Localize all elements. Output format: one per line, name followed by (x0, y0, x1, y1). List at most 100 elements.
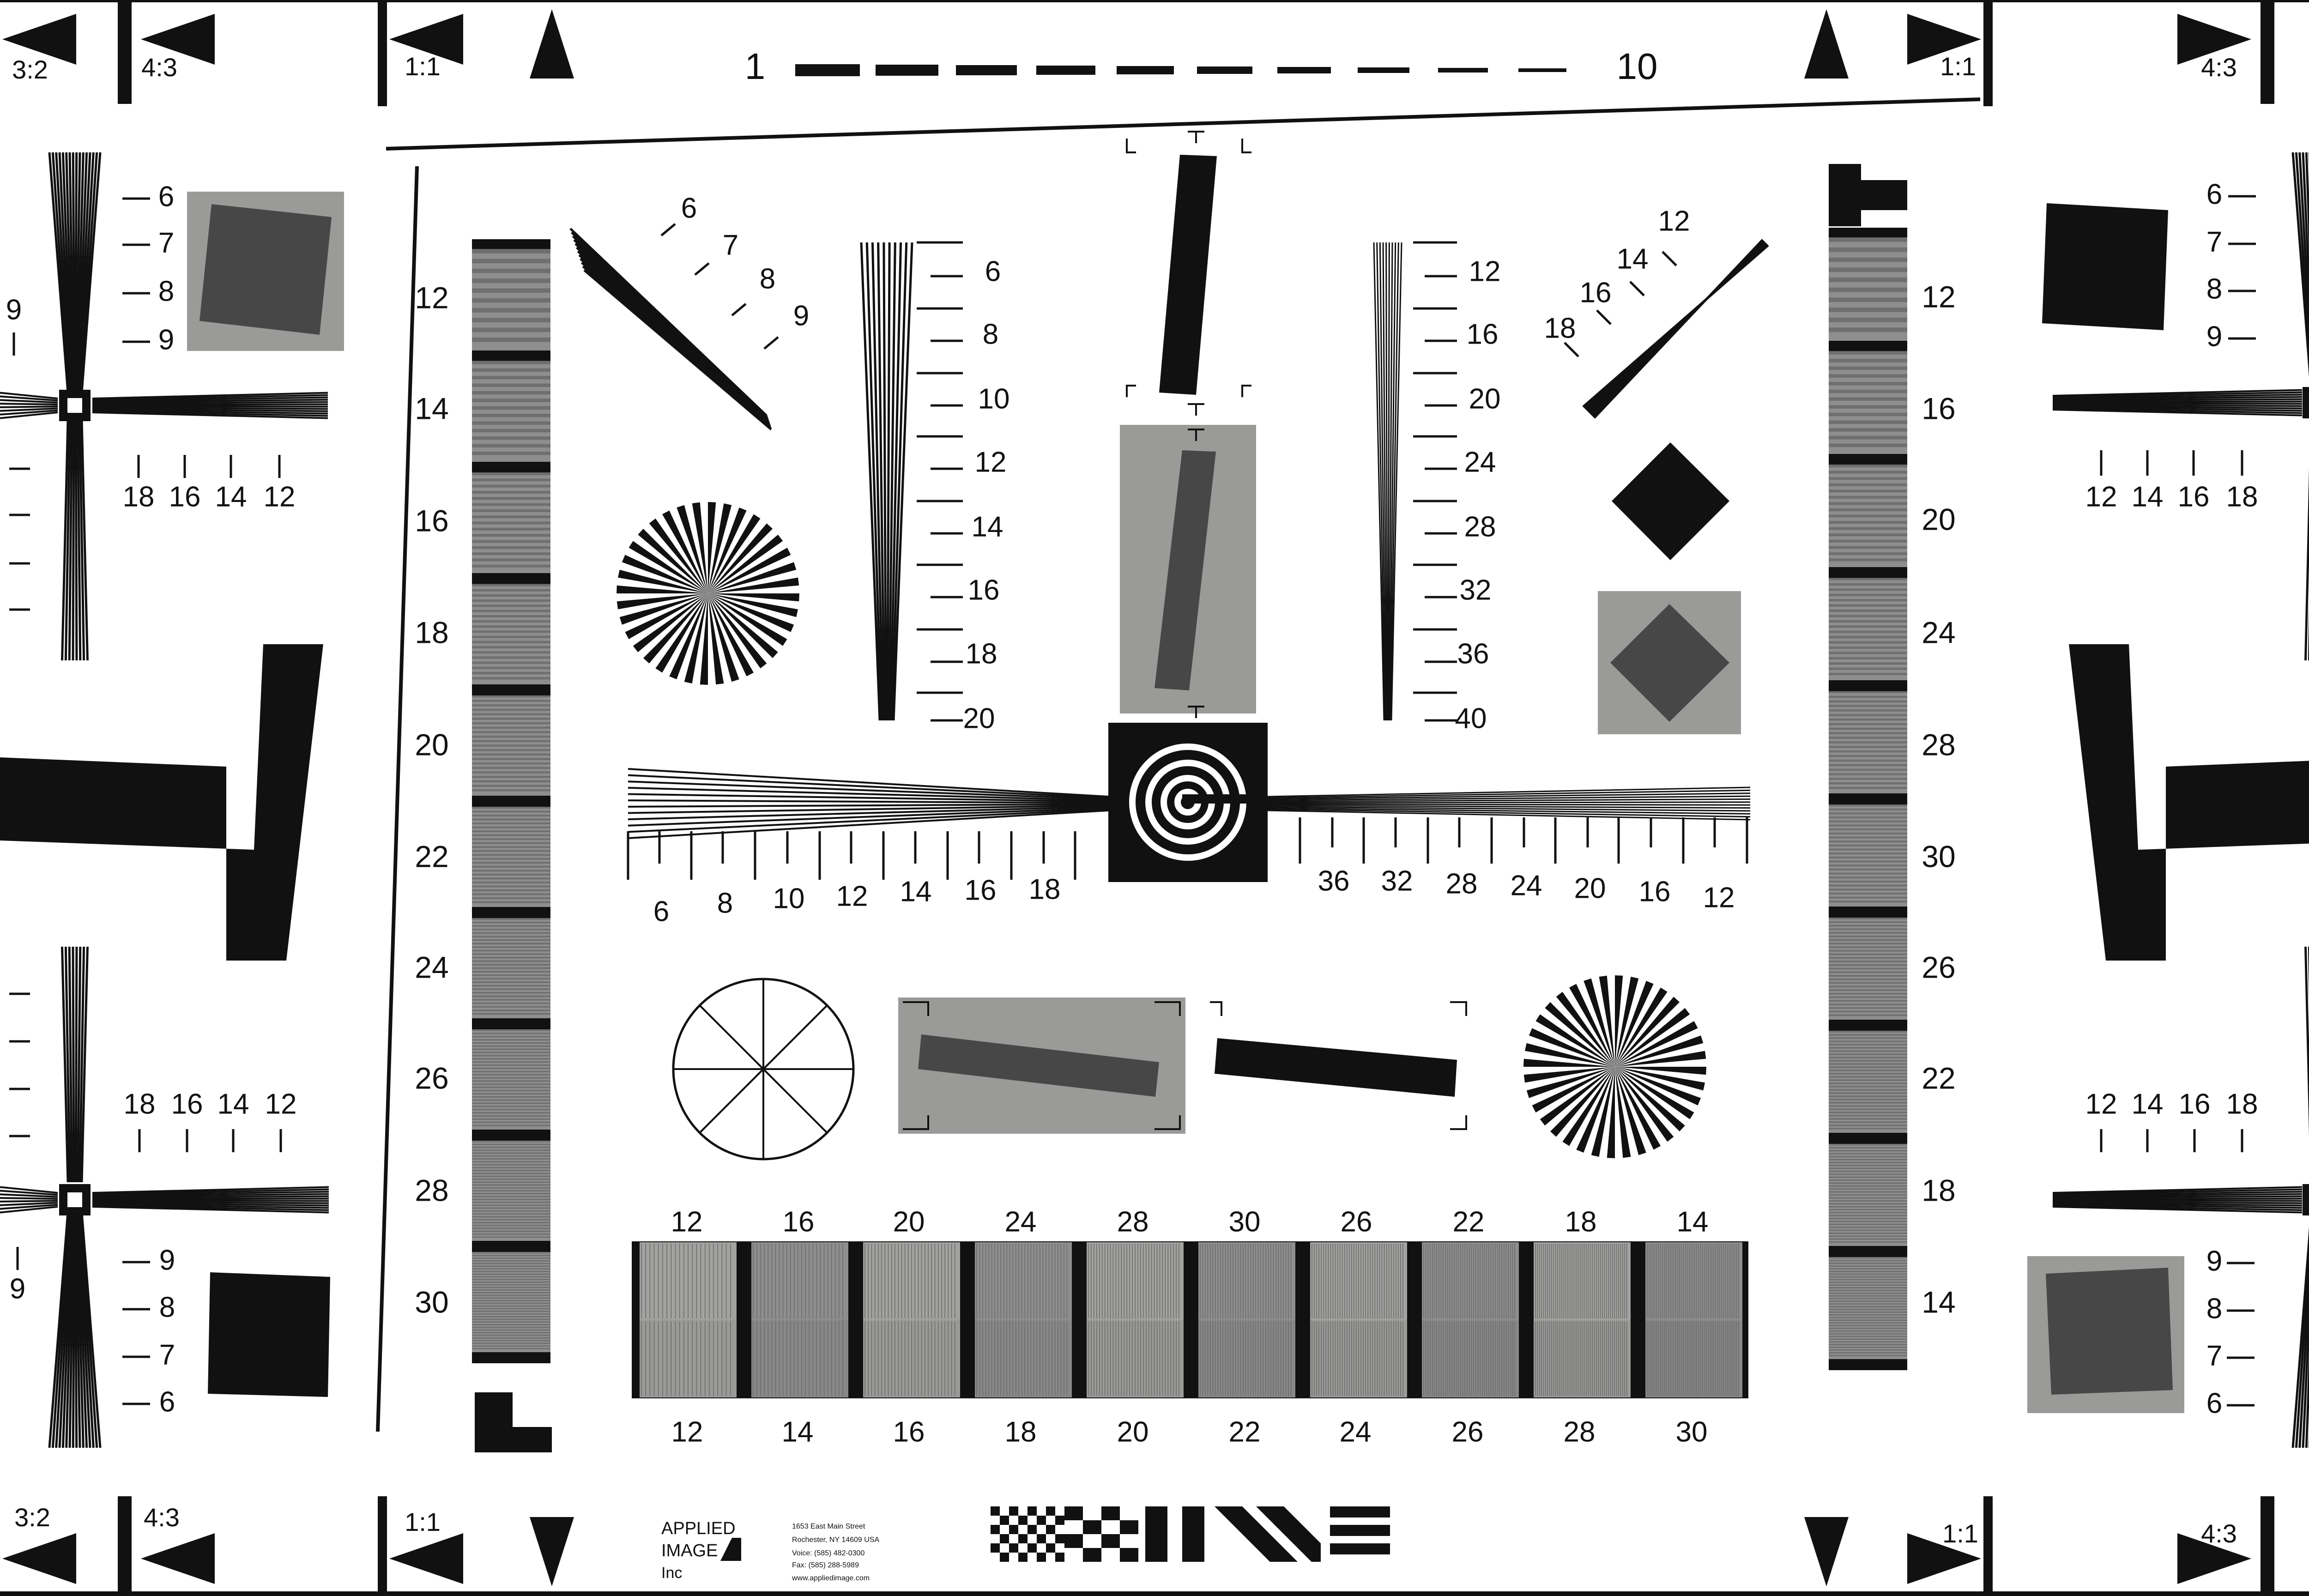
right-bar-label: 22 (1922, 1061, 1955, 1095)
right-bar-label: 16 (1922, 391, 1955, 425)
tl-vertical-wedge (58, 152, 72, 393)
bottom-stripe-diagonal (1256, 1506, 1321, 1562)
scale-dash (1036, 66, 1095, 75)
checkerboard-square (1028, 1525, 1037, 1534)
center-right-vertical-label: 32 (1460, 574, 1492, 606)
bottom-patch-upper (1645, 1242, 1742, 1320)
bl-horizontal-wedge-left (0, 1193, 58, 1198)
edge-tick-post (1983, 1496, 1993, 1596)
checkerboard-square-large (1083, 1548, 1101, 1562)
lower-siemens-star-segment (1591, 1067, 1615, 1157)
center-right-vertical-wedge (1388, 242, 1393, 721)
upper-right-wedge-tick (1662, 251, 1677, 266)
bottom-patch-top-label: 14 (1677, 1206, 1709, 1238)
center-right-vertical-label: 20 (1469, 383, 1501, 415)
black-diamond (1612, 442, 1729, 560)
checkerboard-square-large (1083, 1520, 1101, 1534)
bl-vertical-wedge (65, 1212, 74, 1448)
br-horizontal-wedge-left (2052, 1202, 2303, 1207)
tl-horizontal-wedge-right (92, 409, 328, 415)
lower-siemens-star-segment (1569, 984, 1615, 1067)
bl-vertical-wedge (75, 1212, 81, 1448)
bottom-patch-bottom-label: 16 (893, 1416, 925, 1448)
right-bar-label: 30 (1922, 839, 1955, 873)
br-horizontal-wedge-left (2052, 1199, 2303, 1202)
logo-mark (720, 1538, 741, 1561)
tl-cross-target-hole (67, 398, 82, 413)
bottom-stripe-horizontal (1330, 1525, 1390, 1536)
right-frequency-bar-divider (1829, 1020, 1907, 1031)
right-bar-label: 18 (1922, 1173, 1955, 1207)
upper-siemens-star-segment (669, 593, 708, 680)
bl-vertical-wedge (77, 1212, 88, 1448)
bl-slanted-square (208, 1272, 330, 1397)
bl-horizontal-label: 14 (218, 1088, 249, 1120)
upper-siemens-star-segment (708, 514, 761, 593)
center-right-vertical-wedge (1379, 242, 1387, 721)
lower-siemens-star-segment (1615, 1067, 1646, 1155)
lower-siemens-star-segment (1532, 1067, 1615, 1112)
scale-dash (1277, 67, 1331, 73)
corner-tick-post (2261, 1496, 2274, 1596)
lower-siemens-star-segment (1615, 997, 1680, 1067)
tl-vertical-wedge (61, 152, 73, 393)
left-frequency-bar-divider (472, 1352, 550, 1363)
center-left-vertical-wedge (888, 242, 896, 721)
tl-vertical-wedge (77, 152, 88, 393)
checkerboard-square (1028, 1543, 1037, 1553)
center-dark-slanted-bar (1154, 450, 1216, 690)
bottom-patch-bottom-label: 22 (1229, 1416, 1261, 1448)
left-horizontal-wedge (628, 804, 1109, 814)
right-horizontal-wedge (1267, 810, 1751, 821)
left-horizontal-wedge (628, 780, 1109, 800)
right-frequency-bar-divider (1829, 567, 1907, 578)
bl-vertical-wedge (61, 1212, 73, 1448)
right-horizontal-wedge (1267, 807, 1751, 815)
upper-siemens-star-segment (700, 593, 708, 685)
bl-horizontal-label: 16 (171, 1088, 203, 1120)
tl-hyperbolic-label: 9 (158, 324, 174, 356)
upper-siemens-star-segment (708, 548, 791, 593)
tl-horizontal-wedge-left (0, 411, 58, 419)
bottom-patch-top-label: 22 (1453, 1206, 1485, 1238)
center-left-vertical-label: 18 (966, 638, 997, 670)
bl-horizontal-wedge-left (0, 1203, 58, 1210)
tl-vertical-wedge (75, 152, 81, 393)
horizontal-right-label: 20 (1574, 872, 1606, 904)
left-horizontal-wedge (628, 799, 1109, 804)
horizontal-right-label: 28 (1446, 868, 1478, 900)
tr-horizontal-label: 18 (2226, 481, 2258, 513)
tl-horizontal-wedge-right (92, 401, 328, 405)
chart-labels: 3:24:31:11:14:33:23:24:31:11:14:33:21106… (6, 46, 2258, 1582)
upper-left-wedge-label: 9 (793, 300, 809, 332)
tl-horizontal-wedge-right (92, 396, 328, 402)
checkerboard-square (1037, 1534, 1046, 1543)
checkerboard-square (1046, 1525, 1055, 1534)
horizontal-left-label: 6 (653, 895, 669, 927)
center-left-vertical-wedge (891, 242, 908, 721)
center-right-vertical-wedge (1389, 242, 1396, 721)
bottom-patch-lower (1645, 1320, 1742, 1397)
tl-vertical-wedge (68, 152, 75, 393)
checkerboard-square (1009, 1525, 1018, 1534)
tr-hyperbolic-label: 7 (2206, 226, 2222, 258)
crop-corner-mark (1241, 385, 1251, 397)
tl-hyperbolic-label: 6 (158, 181, 174, 212)
tl-vertical-wedge (72, 152, 76, 393)
bl-horizontal-wedge-right (92, 1203, 329, 1209)
upper-right-wedge-label: 14 (1617, 243, 1649, 275)
upper-siemens-star-segment (643, 593, 708, 664)
upper-siemens-star-segment (708, 502, 716, 593)
ratio-label: 1:1 (1942, 1519, 1978, 1548)
bottom-patch-lower (1422, 1320, 1519, 1397)
lower-siemens-star-segment (1615, 1067, 1631, 1158)
lower-siemens-star-segment (1615, 1051, 1706, 1067)
upper-right-wedge-tick (1629, 281, 1645, 296)
upper-right-diagonal-wedge (1593, 239, 1764, 419)
center-right-vertical-label: 24 (1464, 446, 1496, 478)
center-right-vertical-label: 16 (1467, 318, 1499, 350)
tl-horizontal-wedge-right (92, 399, 328, 404)
tr-slanted-square (2042, 203, 2168, 330)
tl-vertical-wedge-lower (72, 420, 75, 661)
right-frequency-bar-divider (1829, 454, 1907, 465)
